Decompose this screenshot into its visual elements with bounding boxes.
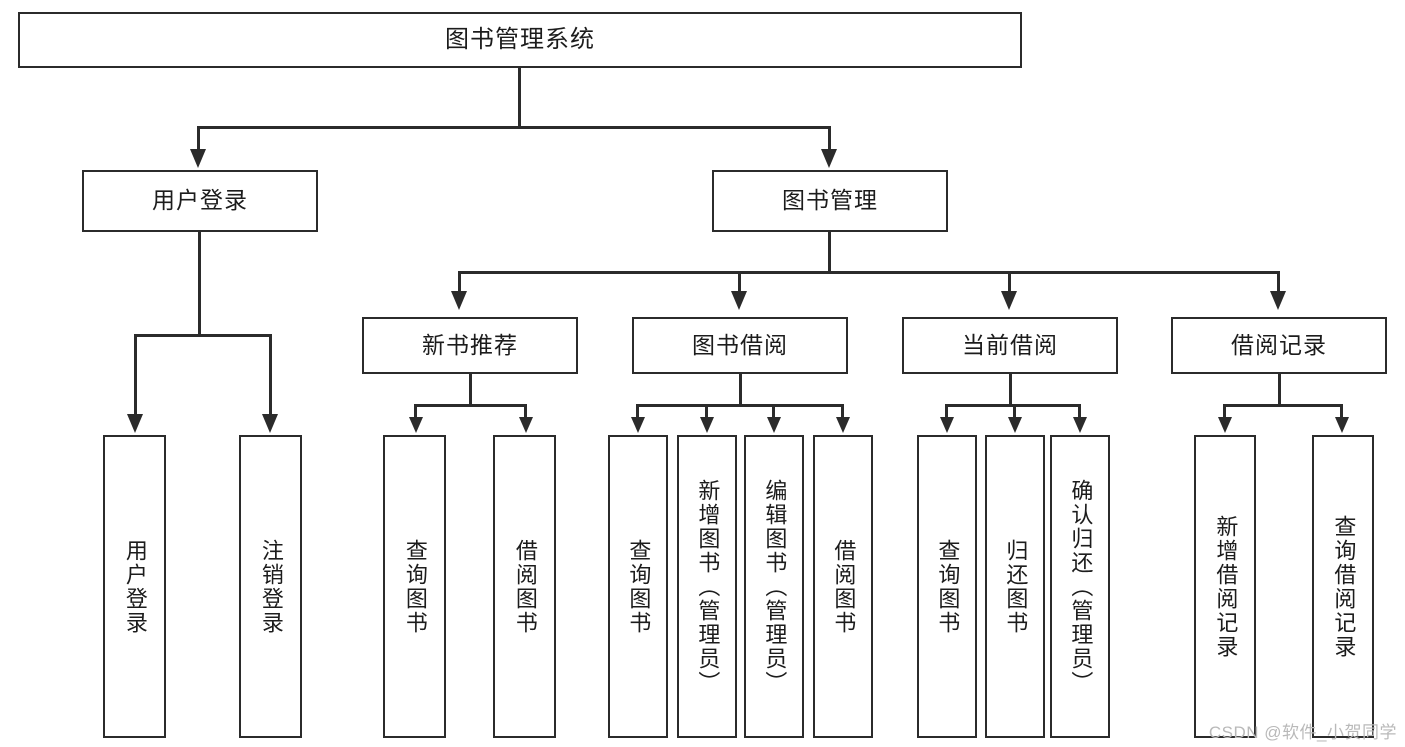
connector-bookmgmt-to-borrow [738,271,741,293]
node-book-management[interactable]: 图书管理 [712,170,948,232]
node-current-borrow[interactable]: 当前借阅 [902,317,1118,374]
leaf-logout[interactable]: 注销登录 [239,435,302,738]
leaf-user-login[interactable]: 用户登录 [103,435,166,738]
arrow-current-to-leaf1 [940,417,954,433]
connector-borrow-to-leaf4 [841,404,844,418]
connector-bookmgmt-to-current [1008,271,1011,293]
node-root-system[interactable]: 图书管理系统 [18,12,1022,68]
connector-bookmgmt-bar [458,271,1280,274]
connector-current-to-leaf2 [1013,404,1016,418]
connector-recommend-bar [414,404,527,407]
arrow-login-to-leaf1 [127,414,143,433]
node-book-borrow[interactable]: 图书借阅 [632,317,848,374]
node-label: 新增借阅记录 [1213,514,1239,659]
node-label: 查询借阅记录 [1331,514,1357,659]
node-label: 新书推荐 [422,331,518,358]
arrow-records-to-leaf2 [1335,417,1349,433]
connector-recommend-stem [469,374,472,406]
arrow-current-to-leaf3 [1073,417,1087,433]
leaf-current-return-book[interactable]: 归还图书 [985,435,1045,738]
connector-borrow-to-leaf2 [705,404,708,418]
node-label: 注销登录 [258,538,284,635]
connector-bookmgmt-stem [828,232,831,274]
connector-recommend-to-leaf2 [524,404,527,418]
connector-current-to-leaf1 [945,404,948,418]
node-user-login[interactable]: 用户登录 [82,170,318,232]
connector-records-to-leaf2 [1340,404,1343,418]
node-label: 用户登录 [152,187,248,214]
node-new-book-recommend[interactable]: 新书推荐 [362,317,578,374]
arrow-login-to-leaf2 [262,414,278,433]
node-label: 查询图书 [402,538,428,635]
connector-root-to-login [197,126,200,151]
connector-login-to-leaf1 [134,334,137,416]
leaf-borrow-add-book[interactable]: 新增图书（管理员） [677,435,737,738]
arrow-bookmgmt-to-recommend [451,291,467,310]
connector-bookmgmt-to-recommend [458,271,461,293]
connector-current-stem [1009,374,1012,406]
arrow-root-to-login [190,149,206,168]
arrow-borrow-to-leaf4 [836,417,850,433]
arrow-root-to-bookmgmt [821,149,837,168]
connector-records-bar [1223,404,1343,407]
leaf-records-add-record[interactable]: 新增借阅记录 [1194,435,1256,738]
leaf-recommend-borrow-book[interactable]: 借阅图书 [493,435,556,738]
arrow-bookmgmt-to-current [1001,291,1017,310]
connector-borrow-to-leaf1 [636,404,639,418]
connector-root-bar [197,126,831,129]
connector-root-to-bookmgmt [828,126,831,151]
node-label: 图书管理 [782,187,878,214]
node-label: 查询图书 [626,538,652,635]
arrow-records-to-leaf1 [1218,417,1232,433]
arrow-recommend-to-leaf2 [519,417,533,433]
connector-bookmgmt-to-records [1277,271,1280,293]
connector-records-to-leaf1 [1223,404,1226,418]
leaf-current-query-book[interactable]: 查询图书 [917,435,977,738]
leaf-current-confirm-return[interactable]: 确认归还（管理员） [1050,435,1110,738]
node-label: 查询图书 [935,538,961,635]
leaf-borrow-borrow-book[interactable]: 借阅图书 [813,435,873,738]
arrow-current-to-leaf2 [1008,417,1022,433]
arrow-borrow-to-leaf3 [767,417,781,433]
connector-current-bar [945,404,1080,407]
connector-recommend-to-leaf1 [414,404,417,418]
connector-login-bar [134,334,271,337]
leaf-recommend-query-book[interactable]: 查询图书 [383,435,446,738]
node-label: 用户登录 [122,538,148,635]
node-label: 借阅图书 [831,538,857,635]
connector-root-stem [518,68,521,128]
node-label: 归还图书 [1003,538,1029,635]
node-label: 新增图书（管理员） [695,478,721,695]
arrow-borrow-to-leaf1 [631,417,645,433]
arrow-bookmgmt-to-borrow [731,291,747,310]
node-label: 借阅图书 [512,538,538,635]
node-label: 当前借阅 [962,331,1058,358]
connector-borrow-bar [636,404,843,407]
node-label: 确认归还（管理员） [1068,478,1094,695]
node-label: 图书管理系统 [445,25,595,53]
connector-login-to-leaf2 [269,334,272,416]
leaf-records-query-record[interactable]: 查询借阅记录 [1312,435,1374,738]
leaf-borrow-query-book[interactable]: 查询图书 [608,435,668,738]
connector-borrow-to-leaf3 [772,404,775,418]
connector-current-to-leaf3 [1078,404,1081,418]
arrow-borrow-to-leaf2 [700,417,714,433]
node-label: 图书借阅 [692,331,788,358]
connector-login-stem [198,232,201,337]
leaf-borrow-edit-book[interactable]: 编辑图书（管理员） [744,435,804,738]
arrow-bookmgmt-to-records [1270,291,1286,310]
node-borrow-records[interactable]: 借阅记录 [1171,317,1387,374]
node-label: 编辑图书（管理员） [762,478,788,695]
connector-borrow-stem [739,374,742,406]
arrow-recommend-to-leaf1 [409,417,423,433]
connector-records-stem [1278,374,1281,406]
node-label: 借阅记录 [1231,331,1327,358]
